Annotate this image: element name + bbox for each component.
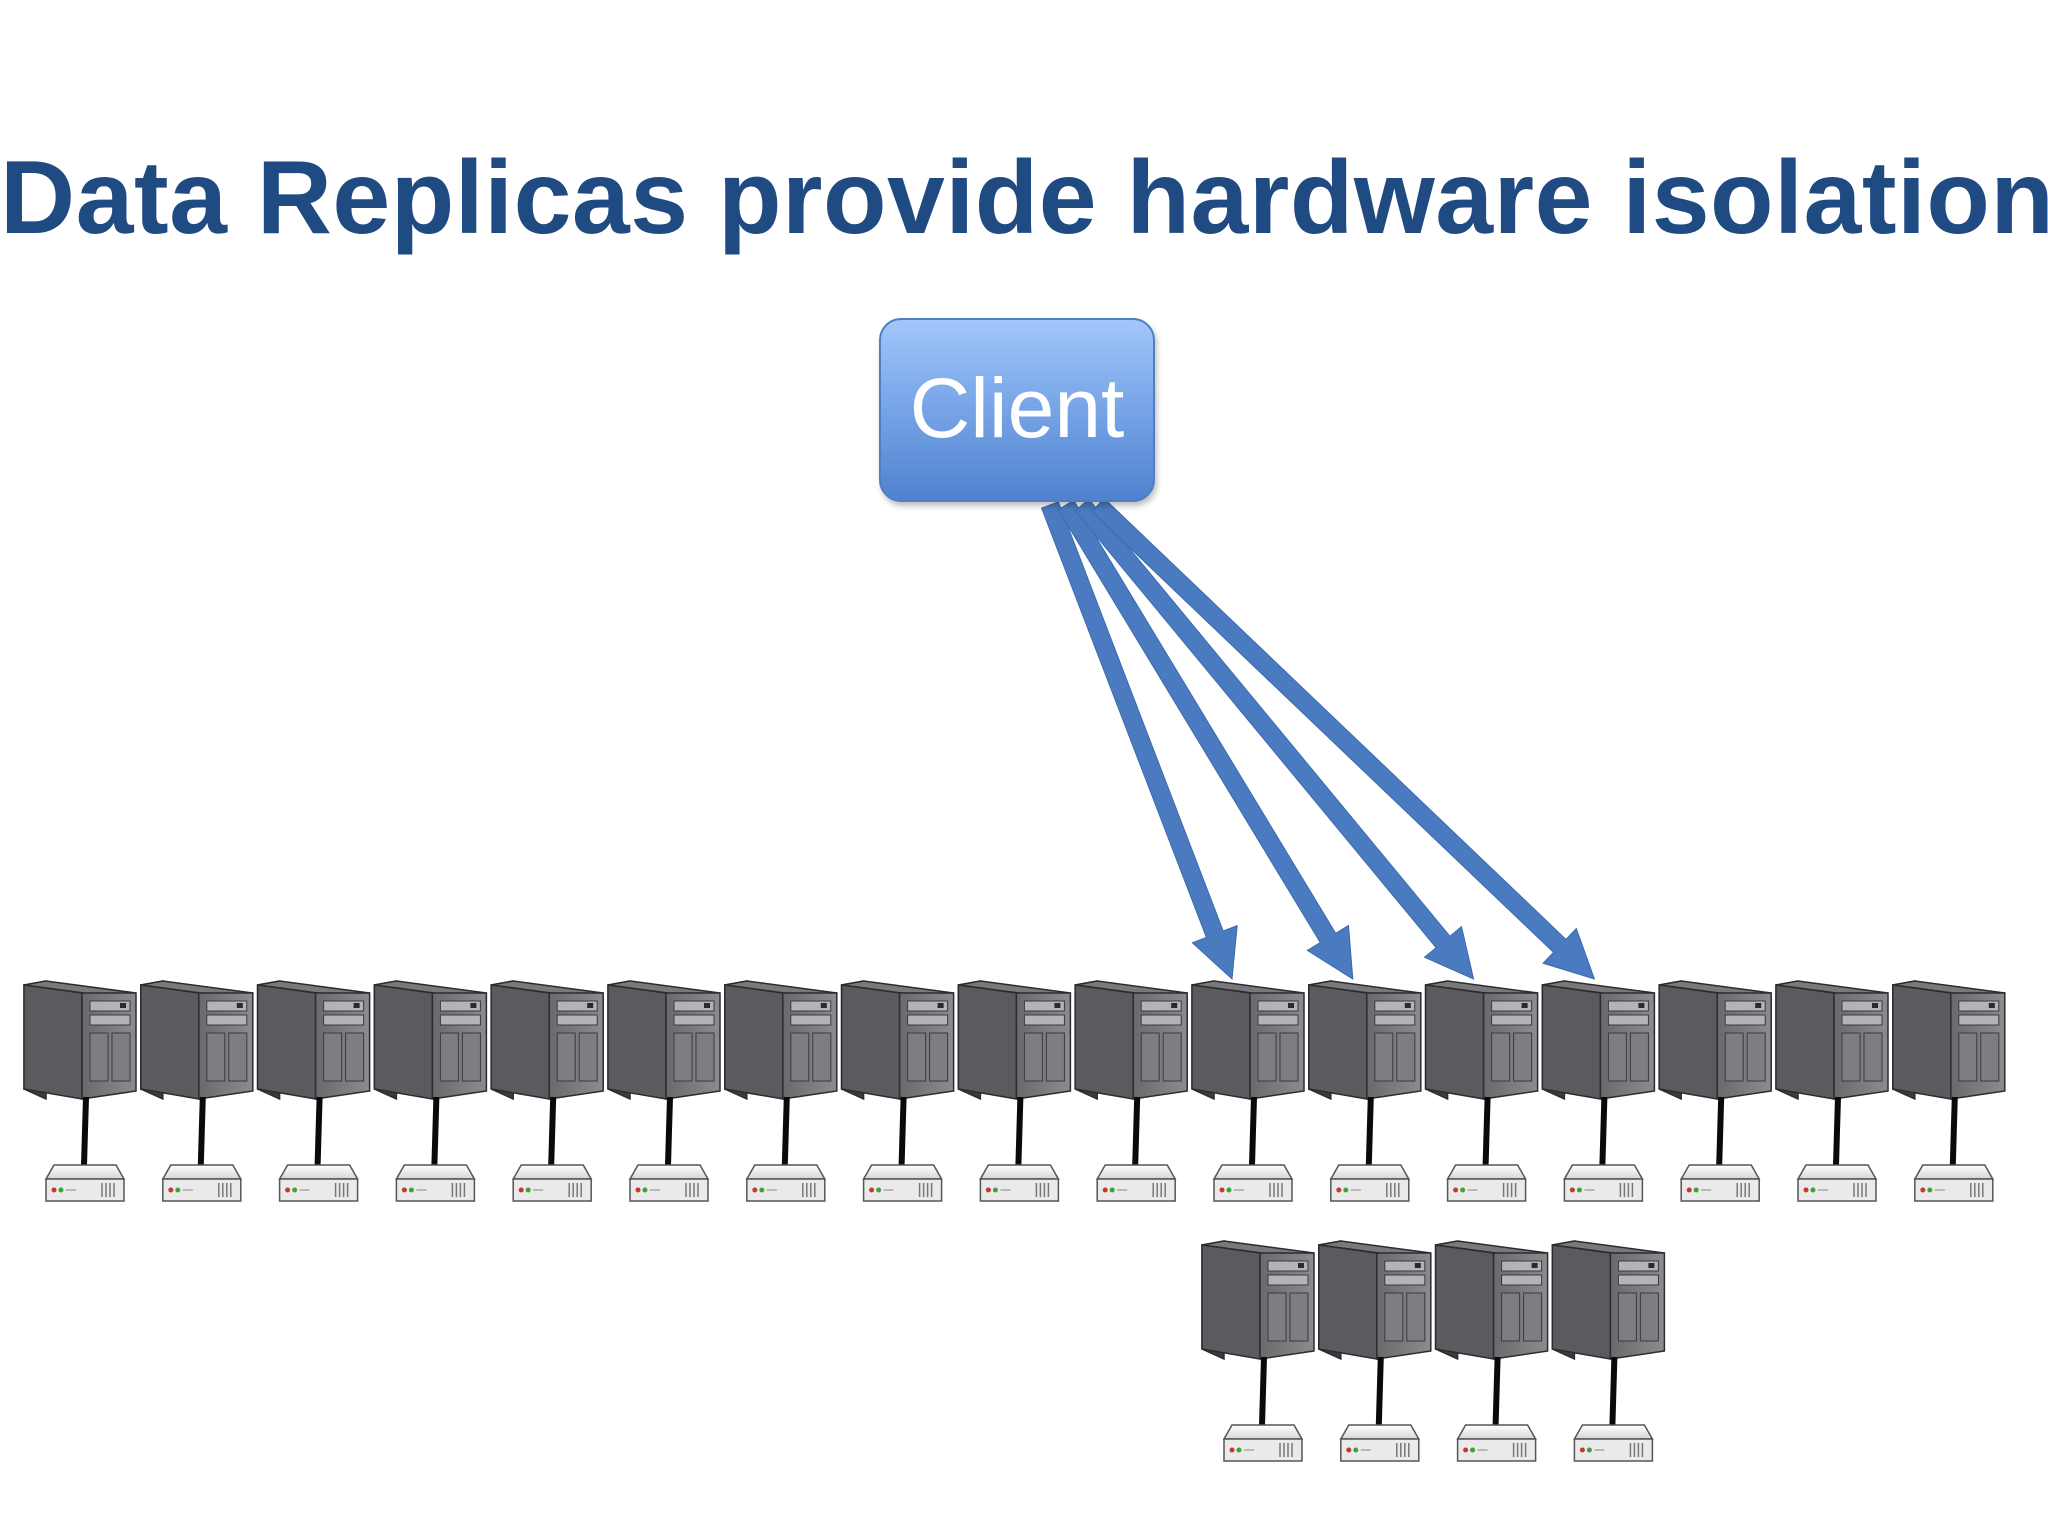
replica-server-node[interactable] bbox=[1551, 1240, 1666, 1462]
server-node[interactable] bbox=[1541, 980, 1656, 1202]
connection-cable bbox=[314, 1096, 323, 1166]
storage-disk-icon bbox=[1329, 1164, 1411, 1202]
storage-disk-icon bbox=[628, 1164, 710, 1202]
server-node[interactable] bbox=[256, 980, 371, 1202]
storage-disk-icon bbox=[161, 1164, 243, 1202]
replication-arrow-icon bbox=[1040, 501, 1238, 981]
connection-cable bbox=[1482, 1096, 1491, 1166]
server-tower-icon bbox=[1775, 980, 1889, 1101]
server-tower-icon bbox=[1434, 1240, 1549, 1361]
connection-cable bbox=[1015, 1096, 1024, 1166]
client-node[interactable]: Client bbox=[879, 318, 1155, 502]
server-tower-icon bbox=[957, 980, 1072, 1101]
connection-cable bbox=[1716, 1096, 1725, 1166]
server-tower-icon bbox=[1658, 980, 1772, 1101]
server-node[interactable] bbox=[607, 980, 721, 1202]
client-label: Client bbox=[909, 361, 1125, 455]
server-tower-icon bbox=[256, 980, 371, 1101]
storage-disk-icon bbox=[1563, 1164, 1644, 1202]
server-tower-icon bbox=[1424, 980, 1539, 1101]
server-node[interactable] bbox=[1892, 980, 2006, 1202]
server-node[interactable] bbox=[724, 980, 838, 1202]
connection-cable bbox=[1132, 1096, 1141, 1166]
server-tower-icon bbox=[1191, 980, 1305, 1101]
server-tower-icon bbox=[373, 980, 488, 1101]
connection-cable bbox=[665, 1096, 673, 1166]
server-node[interactable] bbox=[373, 980, 488, 1202]
replica-server-node[interactable] bbox=[1434, 1240, 1549, 1462]
server-tower-icon bbox=[1551, 1240, 1666, 1361]
connection-cable bbox=[1492, 1356, 1501, 1426]
replication-arrow-icon bbox=[1057, 499, 1354, 980]
replication-arrow-icon bbox=[1074, 498, 1475, 980]
replication-arrow-icon bbox=[1091, 497, 1596, 980]
server-tower-icon bbox=[1308, 980, 1422, 1101]
connection-cable bbox=[197, 1096, 206, 1166]
server-node[interactable] bbox=[23, 980, 137, 1202]
storage-disk-icon bbox=[979, 1164, 1060, 1202]
storage-disk-icon bbox=[1339, 1424, 1421, 1462]
replica-server-node[interactable] bbox=[1201, 1240, 1315, 1462]
server-tower-icon bbox=[1892, 980, 2006, 1101]
server-node[interactable] bbox=[1074, 980, 1188, 1202]
storage-disk-icon bbox=[1446, 1164, 1527, 1202]
connection-cable bbox=[1259, 1356, 1267, 1426]
storage-disk-icon bbox=[1222, 1424, 1304, 1462]
storage-disk-icon bbox=[1095, 1164, 1177, 1202]
storage-disk-icon bbox=[1679, 1164, 1761, 1202]
storage-disk-icon bbox=[1913, 1164, 1995, 1202]
server-tower-icon bbox=[1318, 1240, 1432, 1361]
server-tower-icon bbox=[724, 980, 838, 1101]
storage-disk-icon bbox=[1573, 1424, 1654, 1462]
server-tower-icon bbox=[1541, 980, 1656, 1101]
replication-arrows bbox=[1040, 497, 1596, 981]
server-node[interactable] bbox=[1191, 980, 1305, 1202]
replica-server-row bbox=[1201, 1240, 1666, 1462]
connection-cable bbox=[1599, 1096, 1608, 1166]
server-tower-icon bbox=[490, 980, 604, 1101]
storage-disk-icon bbox=[511, 1164, 593, 1202]
storage-disk-icon bbox=[862, 1164, 943, 1202]
server-row bbox=[23, 980, 2006, 1462]
connection-cable bbox=[1365, 1096, 1374, 1166]
connection-cable bbox=[1609, 1356, 1618, 1426]
storage-disk-icon bbox=[395, 1164, 476, 1202]
server-tower-icon bbox=[140, 980, 254, 1101]
server-node[interactable] bbox=[1424, 980, 1539, 1202]
connection-cable bbox=[1375, 1356, 1384, 1426]
storage-disk-icon bbox=[1796, 1164, 1878, 1202]
connection-cable bbox=[431, 1096, 440, 1166]
connection-cable bbox=[1833, 1096, 1841, 1166]
connection-cable bbox=[898, 1096, 907, 1166]
connection-cable bbox=[1949, 1096, 1958, 1166]
server-tower-icon bbox=[23, 980, 137, 1101]
slide-title: Data Replicas provide hardware isolation bbox=[0, 140, 2048, 256]
storage-disk-icon bbox=[745, 1164, 827, 1202]
connection-cable bbox=[548, 1096, 557, 1166]
server-node[interactable] bbox=[1775, 980, 1889, 1202]
connection-cable bbox=[1249, 1096, 1257, 1166]
replica-server-node[interactable] bbox=[1318, 1240, 1432, 1462]
server-node[interactable] bbox=[1658, 980, 1772, 1202]
server-node[interactable] bbox=[957, 980, 1072, 1202]
storage-disk-icon bbox=[1212, 1164, 1294, 1202]
server-tower-icon bbox=[1074, 980, 1188, 1101]
server-node[interactable] bbox=[840, 980, 955, 1202]
storage-disk-icon bbox=[278, 1164, 359, 1202]
server-tower-icon bbox=[1201, 1240, 1315, 1361]
server-tower-icon bbox=[607, 980, 721, 1101]
server-tower-icon bbox=[840, 980, 955, 1101]
storage-disk-icon bbox=[1456, 1424, 1537, 1462]
connection-cable bbox=[81, 1096, 89, 1166]
server-node[interactable] bbox=[140, 980, 254, 1202]
server-node[interactable] bbox=[1308, 980, 1422, 1202]
server-node[interactable] bbox=[490, 980, 604, 1202]
connection-cable bbox=[781, 1096, 790, 1166]
storage-disk-icon bbox=[44, 1164, 126, 1202]
